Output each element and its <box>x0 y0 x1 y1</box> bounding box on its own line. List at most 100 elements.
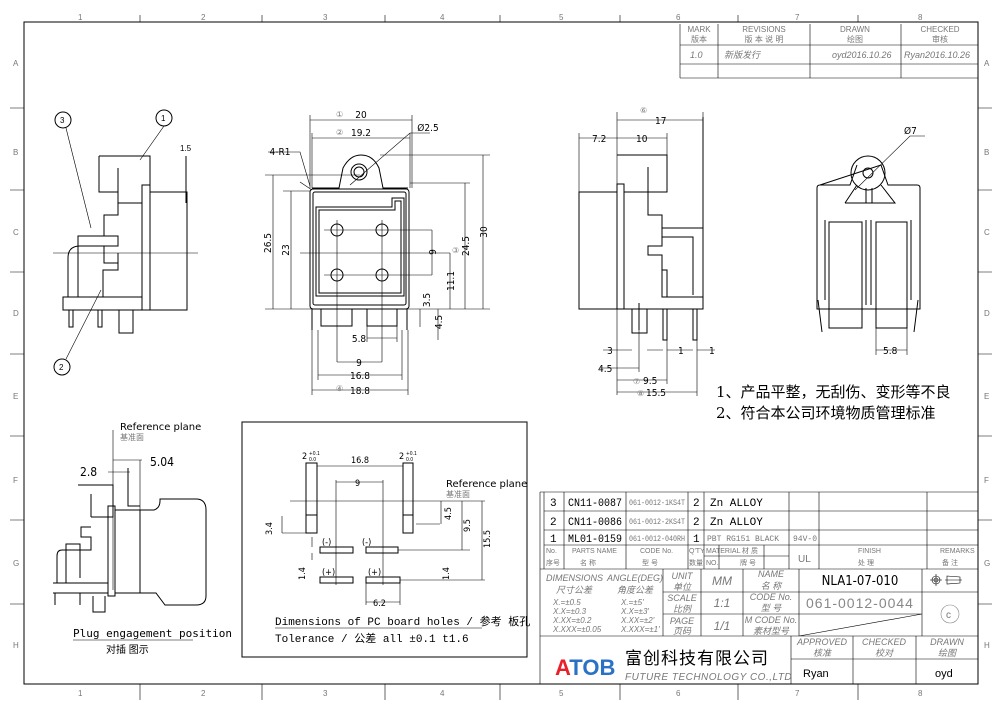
svg-text:Zn ALLOY: Zn ALLOY <box>710 517 763 529</box>
svg-text:(-): (-) <box>322 538 331 548</box>
svg-text:CN11-0087: CN11-0087 <box>568 498 622 510</box>
svg-text:NO.: NO. <box>706 560 719 567</box>
svg-text:Ø7: Ø7 <box>904 125 917 137</box>
svg-text:061-0012-2KS4T: 061-0012-2KS4T <box>629 518 685 527</box>
svg-text:H: H <box>984 641 990 650</box>
svg-text:26.5: 26.5 <box>263 233 274 253</box>
svg-text:角度公差: 角度公差 <box>617 585 654 595</box>
svg-text:4-R1: 4-R1 <box>270 147 291 158</box>
svg-text:2: 2 <box>201 13 206 22</box>
svg-text:SCALE: SCALE <box>667 593 698 603</box>
svg-text:3: 3 <box>323 689 328 698</box>
svg-text:单位: 单位 <box>673 582 692 592</box>
svg-text:4.5: 4.5 <box>434 315 445 329</box>
svg-text:版本: 版本 <box>691 34 707 44</box>
svg-text:DRAWN: DRAWN <box>840 25 870 34</box>
svg-text:4: 4 <box>440 689 445 698</box>
svg-text:C: C <box>13 228 19 237</box>
svg-text:名 称: 名 称 <box>580 558 596 567</box>
svg-text:6.2: 6.2 <box>373 599 386 609</box>
svg-text:②: ② <box>336 128 343 137</box>
svg-text:ANGLE(DEG): ANGLE(DEG) <box>606 573 663 583</box>
svg-text:(+): (+) <box>322 568 335 578</box>
svg-text:绘图: 绘图 <box>938 648 958 658</box>
svg-text:型 号: 型 号 <box>642 558 658 567</box>
svg-text:D: D <box>13 309 19 318</box>
svg-text:2: 2 <box>399 452 404 462</box>
svg-text:CODE No.: CODE No. <box>750 592 793 602</box>
company-name-en: FUTURE TECHNOLOGY CO.,LTD <box>625 672 792 683</box>
approved-by: Ryan <box>803 668 829 680</box>
svg-text:REVISIONS: REVISIONS <box>742 25 786 34</box>
svg-text:30: 30 <box>479 226 490 238</box>
svg-text:2.8: 2.8 <box>80 465 97 479</box>
svg-text:1.0: 1.0 <box>690 50 703 60</box>
svg-text:2: 2 <box>302 452 307 462</box>
svg-text:MARK: MARK <box>687 25 711 34</box>
svg-text:绘图: 绘图 <box>847 34 863 44</box>
svg-text:A: A <box>13 59 19 68</box>
svg-text:A: A <box>984 59 990 68</box>
svg-text:15.5: 15.5 <box>646 388 666 399</box>
svg-text:1: 1 <box>550 534 557 546</box>
svg-text:2: 2 <box>693 498 700 510</box>
svg-text:C: C <box>984 228 990 237</box>
svg-text:2: 2 <box>693 517 700 529</box>
bom-row: 1 ML01-0159 061-0012-040RH 1 PBT RG151 B… <box>550 534 817 546</box>
svg-text:G: G <box>984 559 990 568</box>
svg-text:8: 8 <box>918 13 923 22</box>
svg-text:E: E <box>13 392 18 401</box>
svg-text:E: E <box>984 392 989 401</box>
svg-text:CN11-0086: CN11-0086 <box>568 517 622 529</box>
svg-text:名 称: 名 称 <box>761 581 784 591</box>
svg-text:1/1: 1/1 <box>714 619 731 633</box>
rear-view: Ø7 5.8 <box>816 125 925 357</box>
svg-text:1: 1 <box>693 534 700 546</box>
svg-text:B: B <box>984 148 989 157</box>
revision-row: 1.0 新版发行 oyd2016.10.26 Ryan2016.10.26 <box>690 50 970 60</box>
svg-text:1:1: 1:1 <box>714 596 731 610</box>
svg-text:ML01-0159: ML01-0159 <box>568 534 622 546</box>
front-view: ① ② ③ ④ 20 19.2 Ø2.5 4-R1 5.8 9 16.8 18.… <box>263 110 490 397</box>
svg-text:5: 5 <box>559 13 564 22</box>
svg-text:20: 20 <box>355 110 367 121</box>
svg-text:X.XXX=±1': X.XXX=±1' <box>620 625 660 634</box>
svg-text:F: F <box>984 476 989 485</box>
svg-text:061-0012-1KS4T: 061-0012-1KS4T <box>629 499 685 508</box>
svg-text:8: 8 <box>918 689 923 698</box>
svg-text:1: 1 <box>78 13 83 22</box>
projection-symbol-icon <box>930 574 962 586</box>
svg-text:+0.1: +0.1 <box>309 451 320 457</box>
drawing-frame <box>23 21 979 685</box>
svg-text:Zn ALLOY: Zn ALLOY <box>710 498 763 510</box>
svg-text:D: D <box>984 309 990 318</box>
svg-text:牌 号: 牌 号 <box>740 558 756 567</box>
svg-text:1.4: 1.4 <box>298 567 308 580</box>
svg-text:备 注: 备 注 <box>942 558 958 567</box>
svg-text:16.8: 16.8 <box>350 371 370 382</box>
svg-text:9: 9 <box>355 479 360 489</box>
svg-text:X.X=±3': X.X=±3' <box>620 607 649 616</box>
svg-text:6: 6 <box>676 13 681 22</box>
svg-text:2: 2 <box>201 689 206 698</box>
pcb-holes-view: 2 +0.1 0.0 2 +0.1 0.0 16.8 9 6.2 (-) (-)… <box>241 421 530 658</box>
svg-text:1.4: 1.4 <box>442 567 452 580</box>
svg-text:④: ④ <box>336 384 343 393</box>
svg-text:7: 7 <box>795 13 800 22</box>
svg-text:3.5: 3.5 <box>422 293 433 307</box>
svg-text:9: 9 <box>428 249 439 255</box>
svg-text:c: c <box>946 610 951 621</box>
left-side-view: 3 1 2 1.5 <box>53 109 198 376</box>
svg-text:⑦: ⑦ <box>633 377 640 386</box>
svg-text:5: 5 <box>559 689 564 698</box>
svg-text:3: 3 <box>607 346 613 357</box>
bom-table: 3 CN11-0087 061-0012-1KS4T 2 Zn ALLOY 2 … <box>540 491 978 570</box>
svg-text:H: H <box>13 641 19 650</box>
svg-text:1: 1 <box>709 346 715 357</box>
svg-text:2: 2 <box>59 363 64 372</box>
svg-text:Plug engagement position: Plug engagement position <box>73 627 232 640</box>
svg-text:5.8: 5.8 <box>352 334 367 345</box>
svg-text:校对: 校对 <box>875 648 894 658</box>
